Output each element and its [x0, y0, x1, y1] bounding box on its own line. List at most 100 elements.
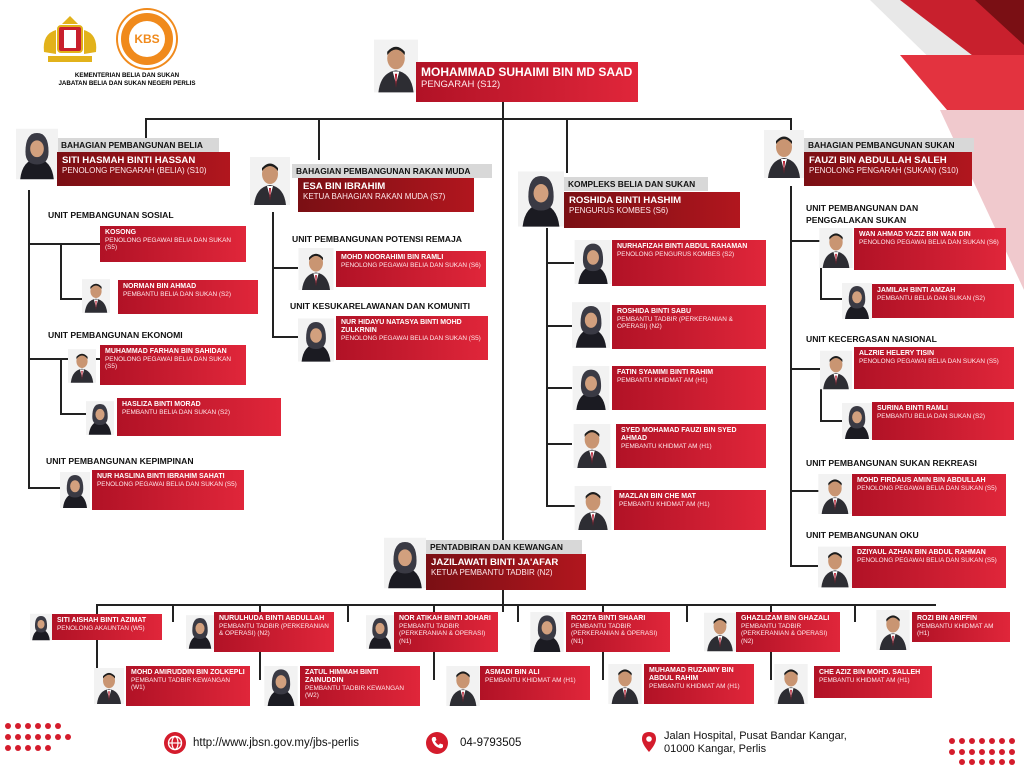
connector	[60, 358, 62, 413]
connector	[686, 604, 688, 622]
staff-position: PEMBANTU TADBIR KEWANGAN (W2)	[305, 685, 404, 700]
connector	[318, 118, 320, 160]
staff-card: NURHAFIZAH BINTI ABDUL RAHAMAN PENOLONG …	[612, 240, 766, 286]
staff-position: PEMBANTU BELIA DAN SUKAN (S2)	[877, 413, 985, 420]
staff-name: WAN AHMAD YAZIZ BIN WAN DIN	[859, 231, 971, 238]
staff-card: MOHD NOORAHIMI BIN RAMLI PENOLONG PEGAWA…	[336, 251, 486, 287]
department-name: JABATAN BELIA DAN SUKAN NEGERI PERLIS	[58, 80, 196, 87]
admin-head-name: JAZILAWATI BINTI JA'AFAR	[431, 557, 559, 568]
connector	[790, 565, 820, 567]
connector	[546, 505, 576, 507]
connector	[546, 228, 548, 506]
connector	[145, 118, 790, 120]
staff-name: ROZI BIN ARIFFIN	[917, 615, 978, 622]
connector	[60, 298, 82, 300]
staff-position: PEMBANTU KHIDMAT AM (H1)	[621, 443, 712, 450]
staff-photo	[572, 366, 610, 410]
connector	[820, 420, 844, 422]
staff-photo	[572, 424, 612, 468]
staff-position: PENOLONG PEGAWAI BELIA DAN SUKAN (S5)	[105, 356, 231, 371]
staff-card: SURINA BINTI RAMLI PEMBANTU BELIA DAN SU…	[872, 402, 1014, 440]
footer-phone: 04-9793505	[460, 737, 522, 749]
staff-name: ROZITA BINTI SHAARI	[571, 615, 646, 622]
staff-photo	[68, 346, 96, 386]
staff-name: MAZLAN BIN CHE MAT	[619, 493, 696, 500]
staff-position: PEMBANTU BELIA DAN SUKAN (S2)	[122, 409, 230, 416]
connector	[347, 604, 349, 622]
staff-position: PEMBANTU TADBIR (PERKERANIAN & OPERASI) …	[219, 623, 329, 638]
rakan-head-photo	[250, 150, 290, 212]
ministry-header: KEMENTERIAN BELIA DAN SUKAN JABATAN BELI…	[32, 72, 222, 88]
staff-photo	[842, 282, 872, 320]
connector	[28, 243, 100, 245]
kompleks-head-photo	[518, 170, 564, 228]
connector	[272, 267, 298, 269]
connector	[790, 118, 792, 136]
admin-head-photo	[384, 534, 426, 592]
staff-photo	[264, 666, 298, 706]
staff-name: SURINA BINTI RAMLI	[877, 405, 948, 412]
staff-photo	[446, 666, 480, 706]
staff-name: NUR HASLINA BINTI IBRAHIM SAHATI	[97, 473, 225, 480]
connector	[28, 358, 100, 360]
section-tag-belia: BAHAGIAN PEMBANGUNAN BELIA	[57, 138, 219, 152]
staff-name: SITI AISHAH BINTI AZIMAT	[57, 617, 147, 624]
staff-name: HASLIZA BINTI MORAD	[122, 401, 201, 408]
sukan-head-photo	[764, 122, 804, 186]
staff-photo	[86, 398, 114, 438]
section-tag-sukan: BAHAGIAN PEMBANGUNAN SUKAN	[804, 138, 974, 152]
globe-icon	[164, 732, 186, 754]
connector	[60, 243, 62, 299]
unit-title: UNIT KECERGASAN NASIONAL	[806, 334, 937, 344]
director-card: MOHAMMAD SUHAIMI BIN MD SAAD PENGARAH (S…	[416, 62, 638, 102]
sukan-head-name: FAUZI BIN ABDULLAH SALEH	[809, 155, 947, 166]
staff-name: ROSHIDA BINTI SABU	[617, 308, 692, 315]
staff-name: MOHD FIRDAUS AMIN BIN ABDULLAH	[857, 477, 986, 484]
staff-position: PEMBANTU KHIDMAT AM (H1)	[649, 683, 740, 690]
connector	[546, 443, 572, 445]
connector	[28, 487, 68, 489]
staff-name: GHAZLIZAM BIN GHAZALI	[741, 615, 830, 622]
staff-name: NORMAN BIN AHMAD	[123, 283, 197, 290]
staff-name: NUR HIDAYU NATASYA BINTI MOHD ZULKRNIN	[341, 319, 462, 334]
footer-address-line1: Jalan Hospital, Pusat Bandar Kangar,	[664, 730, 847, 742]
staff-card: WAN AHMAD YAZIZ BIN WAN DIN PENOLONG PEG…	[854, 228, 1006, 270]
staff-name: NURHAFIZAH BINTI ABDUL RAHAMAN	[617, 243, 748, 250]
connector	[790, 240, 820, 242]
belia-head-position: PENOLONG PENGARAH (BELIA) (S10)	[62, 166, 207, 175]
staff-photo	[530, 612, 564, 652]
staff-position: PENOLONG PEGAWAI BELIA DAN SUKAN (S6)	[341, 262, 481, 269]
staff-name: ALZRIE HELERY TISIN	[859, 350, 935, 357]
dot-pattern-right	[949, 738, 1015, 765]
staff-photo	[94, 666, 124, 706]
sukan-head-position: PENOLONG PENGARAH (SUKAN) (S10)	[809, 166, 959, 175]
staff-card: NUR HASLINA BINTI IBRAHIM SAHATI PENOLON…	[92, 470, 244, 510]
connector	[820, 240, 822, 298]
unit-title: UNIT PEMBANGUNAN SUKAN REKREASI	[806, 458, 977, 468]
staff-card: NORMAN BIN AHMAD PEMBANTU BELIA DAN SUKA…	[118, 280, 258, 314]
kbs-logo-text: KBS	[129, 21, 165, 57]
unit-title: UNIT PEMBANGUNAN KEPIMPINAN	[46, 456, 194, 466]
connector	[566, 118, 568, 173]
sukan-head-card: FAUZI BIN ABDULLAH SALEH PENOLONG PENGAR…	[804, 152, 972, 186]
kompleks-head-position: PENGURUS KOMBES (S6)	[569, 206, 669, 215]
kompleks-head-name: ROSHIDA BINTI HASHIM	[569, 195, 682, 206]
staff-position: PEMBANTU KHIDMAT AM (H1)	[485, 677, 576, 684]
connector	[820, 298, 844, 300]
belia-head-photo	[16, 118, 58, 190]
staff-photo	[186, 612, 214, 652]
staff-card: DZIYAUL AZHAN BIN ABDUL RAHMAN PENOLONG …	[852, 546, 1006, 588]
staff-card: MUHAMAD RUZAIMY BIN ABDUL RAHIM PEMBANTU…	[644, 664, 754, 704]
connector	[546, 325, 572, 327]
connector	[60, 413, 88, 415]
staff-photo	[574, 486, 612, 530]
connector	[502, 102, 504, 612]
coat-of-arms-logo	[43, 16, 97, 62]
connector	[790, 186, 792, 566]
connector	[96, 604, 936, 606]
staff-card: JAMILAH BINTI AMZAH PEMBANTU BELIA DAN S…	[872, 284, 1014, 318]
connector	[172, 604, 174, 622]
unit-title: UNIT PEMBANGUNAN SOSIAL	[48, 210, 174, 220]
staff-card: GHAZLIZAM BIN GHAZALI PEMBANTU TADBIR (P…	[736, 612, 840, 652]
footer-website[interactable]: http://www.jbsn.gov.my/jbs-perlis	[193, 737, 359, 749]
